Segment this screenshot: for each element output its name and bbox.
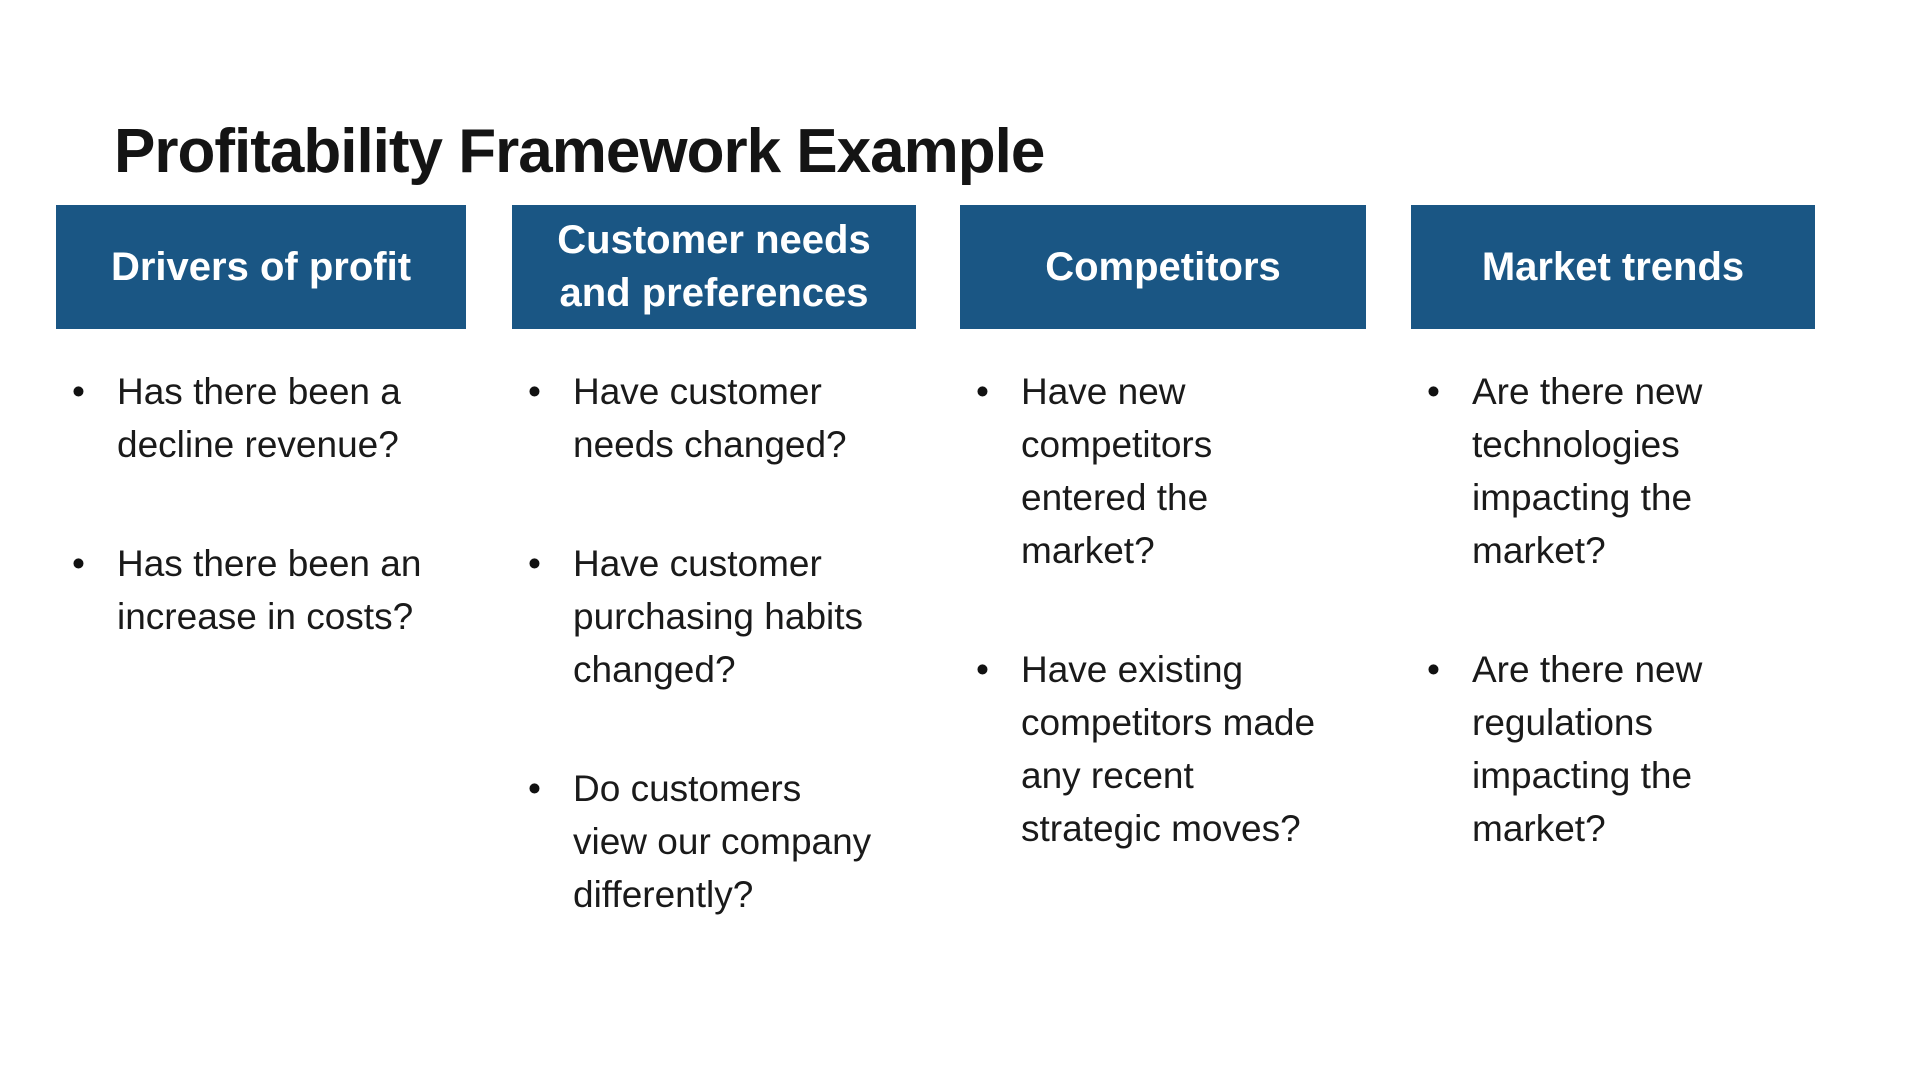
bullet-text: Have customer needs changed? xyxy=(573,371,847,465)
bullet-list: • Has there been a decline revenue? • Ha… xyxy=(56,365,466,643)
column-header-label: Market trends xyxy=(1481,244,1745,289)
framework-column-competitors: Competitors • Have new competitors enter… xyxy=(960,205,1366,921)
bullet-text: Do customers view our company differentl… xyxy=(573,768,872,915)
list-item: • Are there new technologies impacting t… xyxy=(1427,365,1815,577)
framework-column-drivers-of-profit: Drivers of profit • Has there been a dec… xyxy=(56,205,466,709)
bullet-list: • Are there new technologies impacting t… xyxy=(1411,365,1815,855)
list-item: • Have customer purchasing habits change… xyxy=(528,537,916,696)
column-header-label: Drivers of profit xyxy=(110,244,412,289)
bullet-marker: • xyxy=(976,649,989,690)
column-header-box: Customer needs and preferences xyxy=(512,205,916,329)
list-item: • Are there new regulations impacting th… xyxy=(1427,643,1815,855)
bullet-marker: • xyxy=(72,543,85,584)
framework-column-customer-needs: Customer needs and preferences • Have cu… xyxy=(512,205,916,987)
bullet-text: Have existing competitors made any recen… xyxy=(1021,649,1316,849)
column-header-box: Competitors xyxy=(960,205,1366,329)
list-item: • Have new competitors entered the marke… xyxy=(976,365,1366,577)
bullet-marker: • xyxy=(1427,371,1440,412)
bullet-marker: • xyxy=(528,768,541,809)
bullet-marker: • xyxy=(1427,649,1440,690)
bullet-marker: • xyxy=(528,371,541,412)
column-header-label: Competitors xyxy=(1045,244,1281,289)
list-item: • Has there been a decline revenue? xyxy=(72,365,466,471)
column-header-label: Customer needs and preferences xyxy=(557,218,871,315)
bullet-marker: • xyxy=(976,371,989,412)
bullet-text: Are there new regulations impacting the … xyxy=(1472,649,1703,849)
list-item: • Have existing competitors made any rec… xyxy=(976,643,1366,855)
bullet-text: Are there new technologies impacting the… xyxy=(1472,371,1703,571)
list-item: • Do customers view our company differen… xyxy=(528,762,916,921)
bullet-text: Has there been an increase in costs? xyxy=(117,543,422,637)
bullet-marker: • xyxy=(72,371,85,412)
bullet-text: Have new competitors entered the market? xyxy=(1021,371,1213,571)
framework-column-market-trends: Market trends • Are there new technologi… xyxy=(1411,205,1815,921)
bullet-list: • Have new competitors entered the marke… xyxy=(960,365,1366,855)
list-item: • Have customer needs changed? xyxy=(528,365,916,471)
bullet-text: Has there been a decline revenue? xyxy=(117,371,401,465)
page-title: Profitability Framework Example xyxy=(114,116,1045,186)
column-header-box: Market trends xyxy=(1411,205,1815,329)
bullet-text: Have customer purchasing habits changed? xyxy=(573,543,864,690)
list-item: • Has there been an increase in costs? xyxy=(72,537,466,643)
bullet-list: • Have customer needs changed? • Have cu… xyxy=(512,365,916,921)
bullet-marker: • xyxy=(528,543,541,584)
column-header-box: Drivers of profit xyxy=(56,205,466,329)
